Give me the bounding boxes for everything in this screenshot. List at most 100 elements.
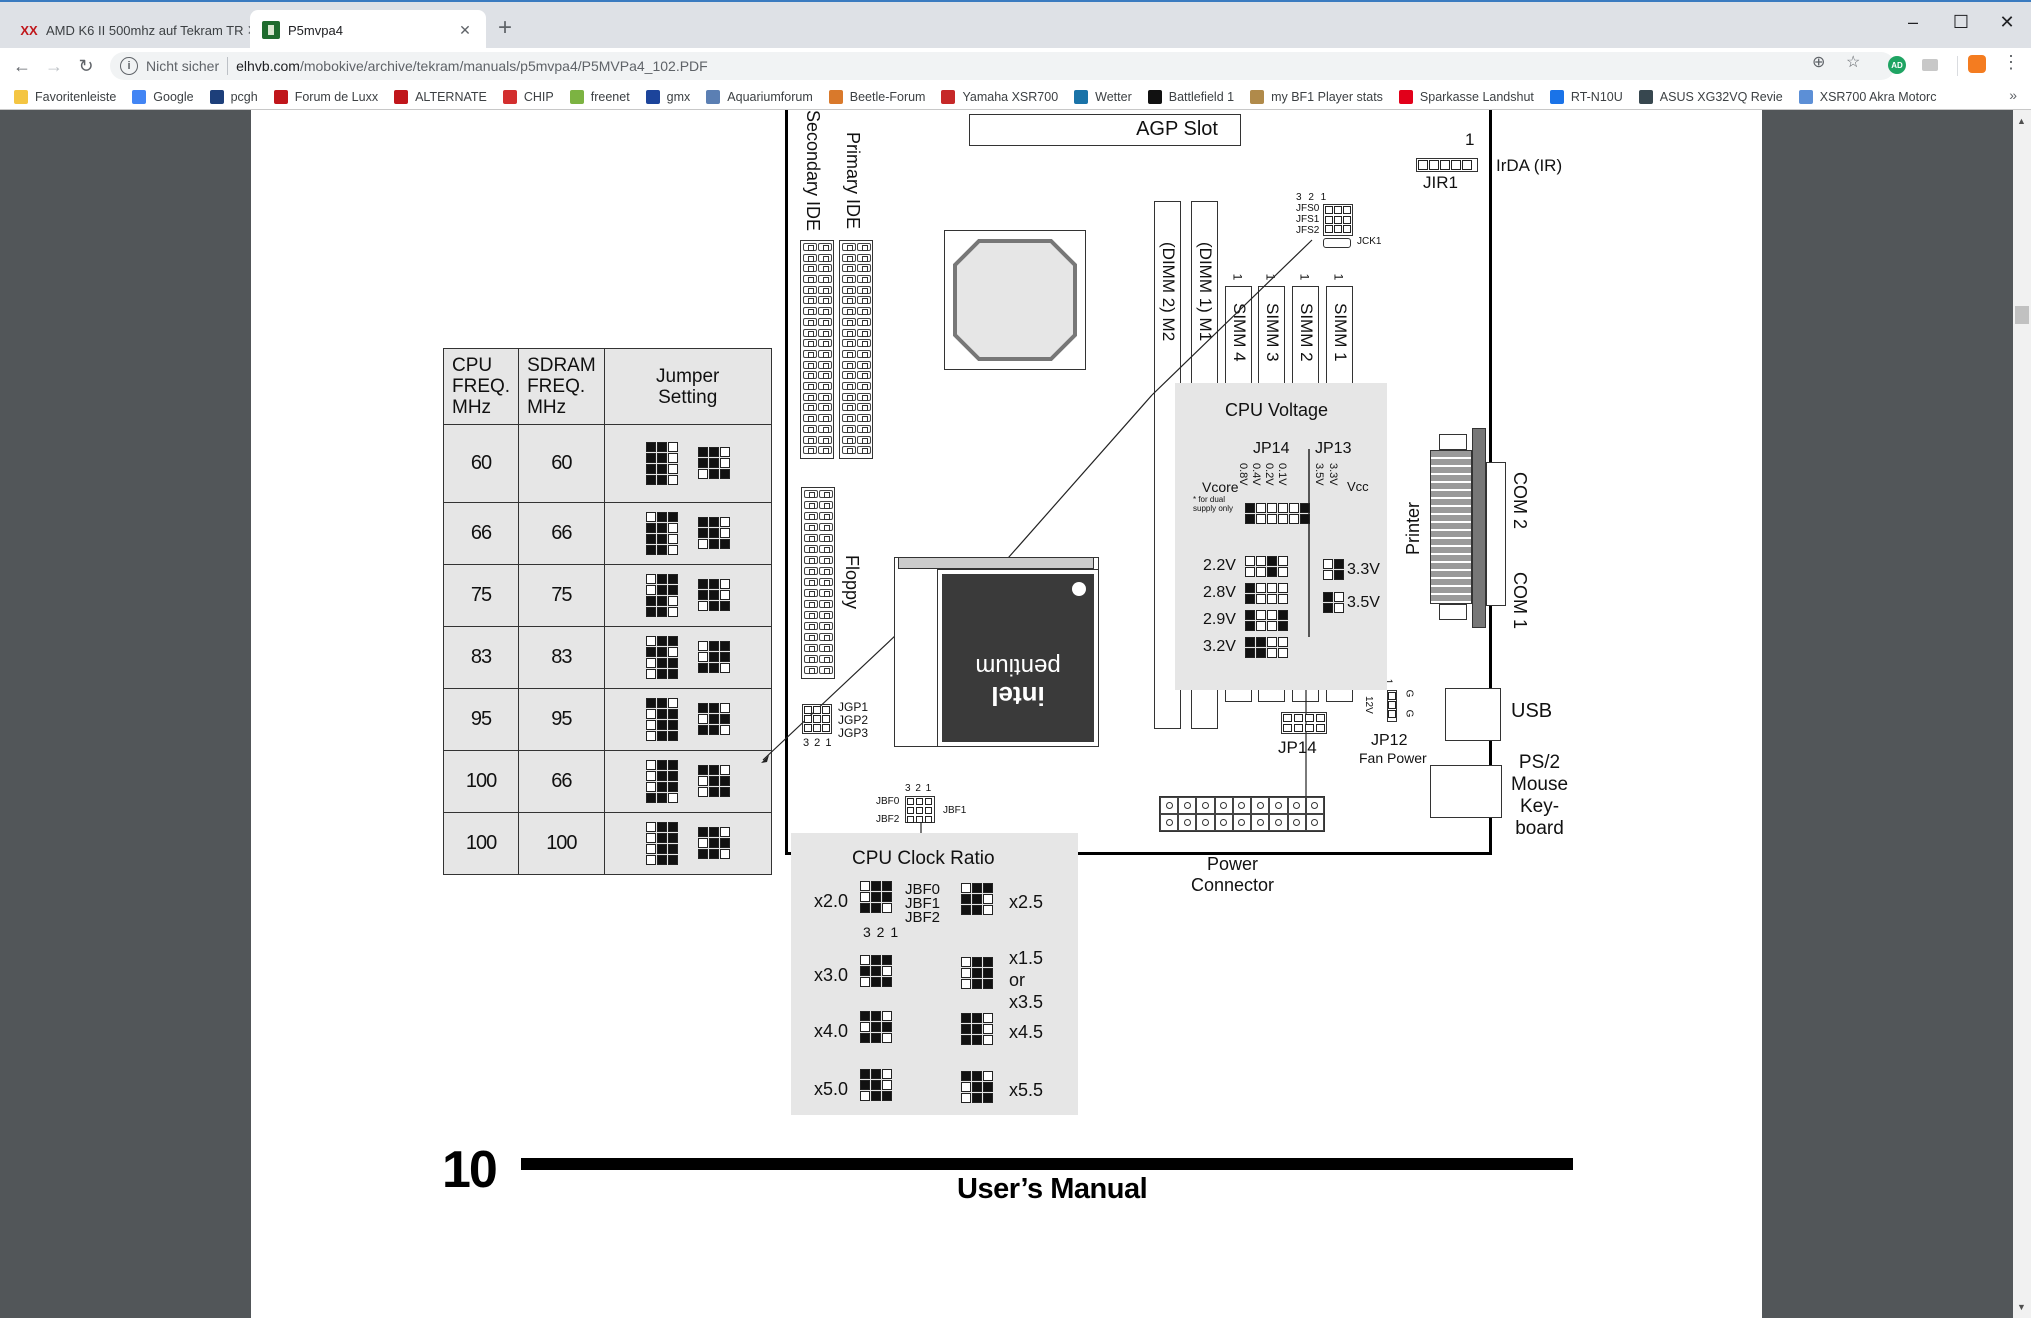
bookmark-item[interactable]: Yamaha XSR700: [941, 89, 1058, 104]
power-pin: [1178, 814, 1197, 831]
bookmark-item[interactable]: freenet: [569, 89, 630, 104]
connector-pin: [842, 285, 856, 294]
power-pin: [1160, 797, 1179, 814]
connector-pin: [842, 307, 856, 316]
ps2-label: PS/2 Mouse Key- board: [1511, 752, 1569, 839]
menu-icon[interactable]: ⋮: [2002, 52, 2020, 72]
bookmark-item[interactable]: Sparkasse Landshut: [1398, 89, 1534, 104]
bookmarks-overflow-icon[interactable]: »: [2009, 87, 2017, 103]
bookmark-item[interactable]: Forum de Luxx: [273, 89, 378, 104]
bookmark-item[interactable]: Battlefield 1: [1147, 89, 1234, 104]
forward-icon[interactable]: →: [45, 55, 63, 76]
connector-pin: [819, 501, 833, 509]
jumper-diagram: [645, 759, 678, 804]
bookmark-item[interactable]: ALTERNATE: [394, 89, 487, 104]
power-pin: [1214, 814, 1233, 831]
clock-ratio-jumper: [850, 1069, 902, 1102]
bookmark-item[interactable]: pcgh: [209, 89, 258, 104]
power-pin: [1305, 797, 1324, 814]
bookmark-item[interactable]: RT-N10U: [1549, 89, 1623, 104]
connector-pin: [857, 307, 871, 316]
bookmark-item[interactable]: Wetter: [1074, 89, 1132, 104]
vertical-scrollbar[interactable]: ▲ ▼: [2013, 110, 2031, 1318]
chipset-outline: [953, 239, 1077, 361]
jp14-board-label: JP14: [1278, 738, 1317, 757]
connector-pin: [803, 307, 817, 316]
connector-pin: [842, 414, 856, 423]
back-icon[interactable]: ←: [13, 55, 31, 76]
scrollbar-thumb[interactable]: [2015, 306, 2029, 324]
sparkasse-icon: [1398, 89, 1413, 104]
voltage-column-label: 0.2V: [1263, 463, 1275, 486]
connector-pin: [819, 644, 833, 652]
scroll-down-icon[interactable]: ▼: [2017, 1302, 2026, 1312]
clock-ratio-jumper: [951, 883, 1003, 916]
usb-label: USB: [1511, 700, 1553, 722]
connector-pin: [818, 317, 832, 326]
camera-icon[interactable]: [1922, 59, 1938, 71]
new-tab-button[interactable]: +: [498, 14, 513, 41]
jumper-diagram: [1245, 583, 1288, 605]
clock-ratio-jumper: [850, 1011, 902, 1044]
connector-pin: [818, 275, 832, 284]
connector-pin: [857, 403, 871, 412]
bookmark-item[interactable]: CHIP: [502, 89, 554, 104]
reload-icon[interactable]: ↻: [78, 55, 94, 76]
url-path[interactable]: /mobokive/archive/tekram/manuals/p5mvpa4…: [299, 58, 708, 74]
adguard-icon[interactable]: AD: [1888, 56, 1906, 74]
security-label[interactable]: Nicht sicher: [146, 58, 220, 74]
jp12-12v-label: 12V: [1363, 696, 1374, 714]
bookmark-item[interactable]: XSR700 Akra Motorc: [1798, 89, 1936, 104]
pdf-viewer[interactable]: CPU FREQ. MHz SDRAM FREQ. MHz Jumper Set…: [0, 110, 2013, 1318]
sdram-freq-cell: 95: [518, 688, 605, 751]
vcc-setting-label: 3.3V: [1347, 561, 1380, 578]
connector-pin: [857, 285, 871, 294]
url-host[interactable]: elhvb.com: [236, 58, 300, 74]
maximize-button[interactable]: ☐: [1952, 11, 1970, 32]
jumper-diagram: [645, 511, 678, 556]
bookmark-item[interactable]: ASUS XG32VQ Revie: [1638, 89, 1783, 104]
connector-pin: [842, 382, 856, 391]
bookmark-label: Beetle-Forum: [849, 89, 926, 104]
connector-pin: [804, 655, 818, 663]
sdram-freq-cell: 100: [518, 812, 605, 875]
zoom-icon[interactable]: ⊕: [1812, 54, 1826, 71]
connector-pin: [842, 264, 856, 273]
info-icon[interactable]: i: [120, 57, 138, 75]
bookmark-item[interactable]: Google: [132, 89, 194, 104]
jbf0-label: JBF0: [905, 881, 941, 898]
close-window-button[interactable]: ✕: [1999, 11, 2015, 32]
bookmark-item[interactable]: gmx: [645, 89, 691, 104]
tab-amd-k6[interactable]: XX AMD K6 II 500mhz auf Tekram TR ✕: [8, 10, 258, 50]
power-pin: [1269, 814, 1288, 831]
jfs0-label: JFS0: [1296, 203, 1320, 214]
bookmark-label: Sparkasse Landshut: [1419, 89, 1534, 104]
jumper-setting-cell: [603, 564, 772, 627]
connector-pin: [803, 243, 817, 251]
vcore-jumper: [1235, 610, 1298, 632]
bookmark-item[interactable]: Aquariumforum: [706, 89, 813, 104]
scroll-up-icon[interactable]: ▲: [2017, 116, 2026, 126]
connector-pin: [804, 589, 818, 597]
bookmark-item[interactable]: Favoritenleiste: [14, 89, 116, 104]
jumper-diagram: [645, 441, 678, 486]
power-pin: [1251, 814, 1270, 831]
address-bar[interactable]: i Nicht sicher elhvb.com/mobokive/archiv…: [110, 52, 1895, 80]
bookmark-item[interactable]: my BF1 Player stats: [1250, 89, 1383, 104]
jumper-diagram: [645, 821, 678, 866]
connector-pin: [804, 501, 818, 509]
board-edge-left: [785, 110, 788, 855]
star-icon[interactable]: ☆: [1846, 54, 1861, 71]
connector-pin: [819, 600, 833, 608]
pin1-marker: [1072, 582, 1086, 596]
connector-pin: [818, 296, 832, 305]
avast-icon[interactable]: [1968, 55, 1986, 73]
voltage-column-label: 0.4V: [1250, 463, 1262, 486]
minimize-button[interactable]: –: [1907, 11, 1918, 32]
connector-pin: [857, 424, 871, 433]
tab-p5mvpa4[interactable]: P5mvpa4 ✕: [250, 10, 486, 50]
bookmark-item[interactable]: Beetle-Forum: [828, 89, 926, 104]
close-tab-icon[interactable]: ✕: [459, 21, 471, 38]
bookmark-label: gmx: [666, 89, 691, 104]
clock-ratio-label: x5.0: [814, 1079, 849, 1099]
